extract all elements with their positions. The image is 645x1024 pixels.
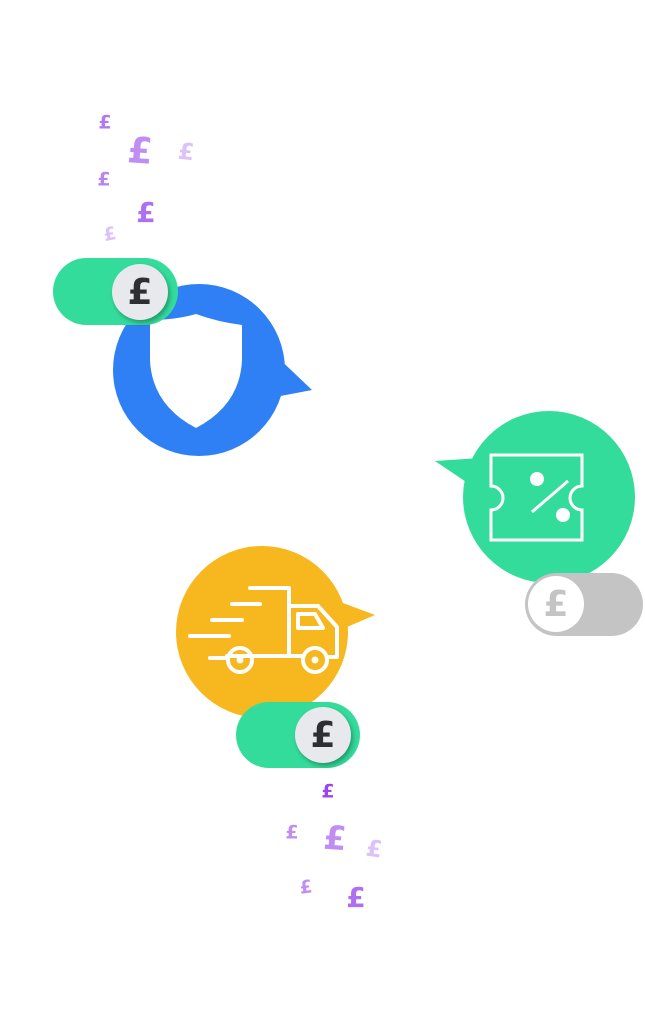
delivery-toggle[interactable]: £ bbox=[236, 702, 360, 768]
pound-symbol: £ bbox=[126, 130, 154, 173]
discount-ticket-icon bbox=[489, 453, 584, 542]
pound-icon: £ bbox=[543, 583, 569, 625]
delivery-bubble bbox=[176, 546, 375, 718]
pound-knob: £ bbox=[528, 576, 584, 632]
pound-symbol: £ bbox=[101, 222, 119, 247]
pound-knob: £ bbox=[295, 707, 351, 763]
pound-symbol: £ bbox=[97, 168, 111, 191]
pound-symbol: £ bbox=[321, 780, 335, 803]
pound-symbol: £ bbox=[136, 196, 156, 229]
discount-toggle[interactable]: £ bbox=[525, 573, 643, 636]
protection-toggle[interactable]: £ bbox=[53, 258, 178, 325]
pound-knob: £ bbox=[112, 264, 168, 320]
discount-bubble bbox=[435, 411, 635, 583]
pound-symbol: £ bbox=[285, 821, 299, 844]
pound-symbol: £ bbox=[322, 817, 348, 859]
shield-icon bbox=[150, 314, 242, 428]
pound-symbol: £ bbox=[346, 881, 366, 914]
pound-symbol: £ bbox=[364, 835, 384, 864]
pound-icon: £ bbox=[127, 271, 153, 313]
shield-bubble bbox=[113, 284, 312, 456]
pound-symbol: £ bbox=[98, 111, 112, 134]
delivery-truck-icon bbox=[188, 586, 339, 674]
pound-icon: £ bbox=[310, 714, 336, 756]
pound-symbol: £ bbox=[298, 876, 314, 899]
pound-symbol: £ bbox=[176, 138, 196, 167]
